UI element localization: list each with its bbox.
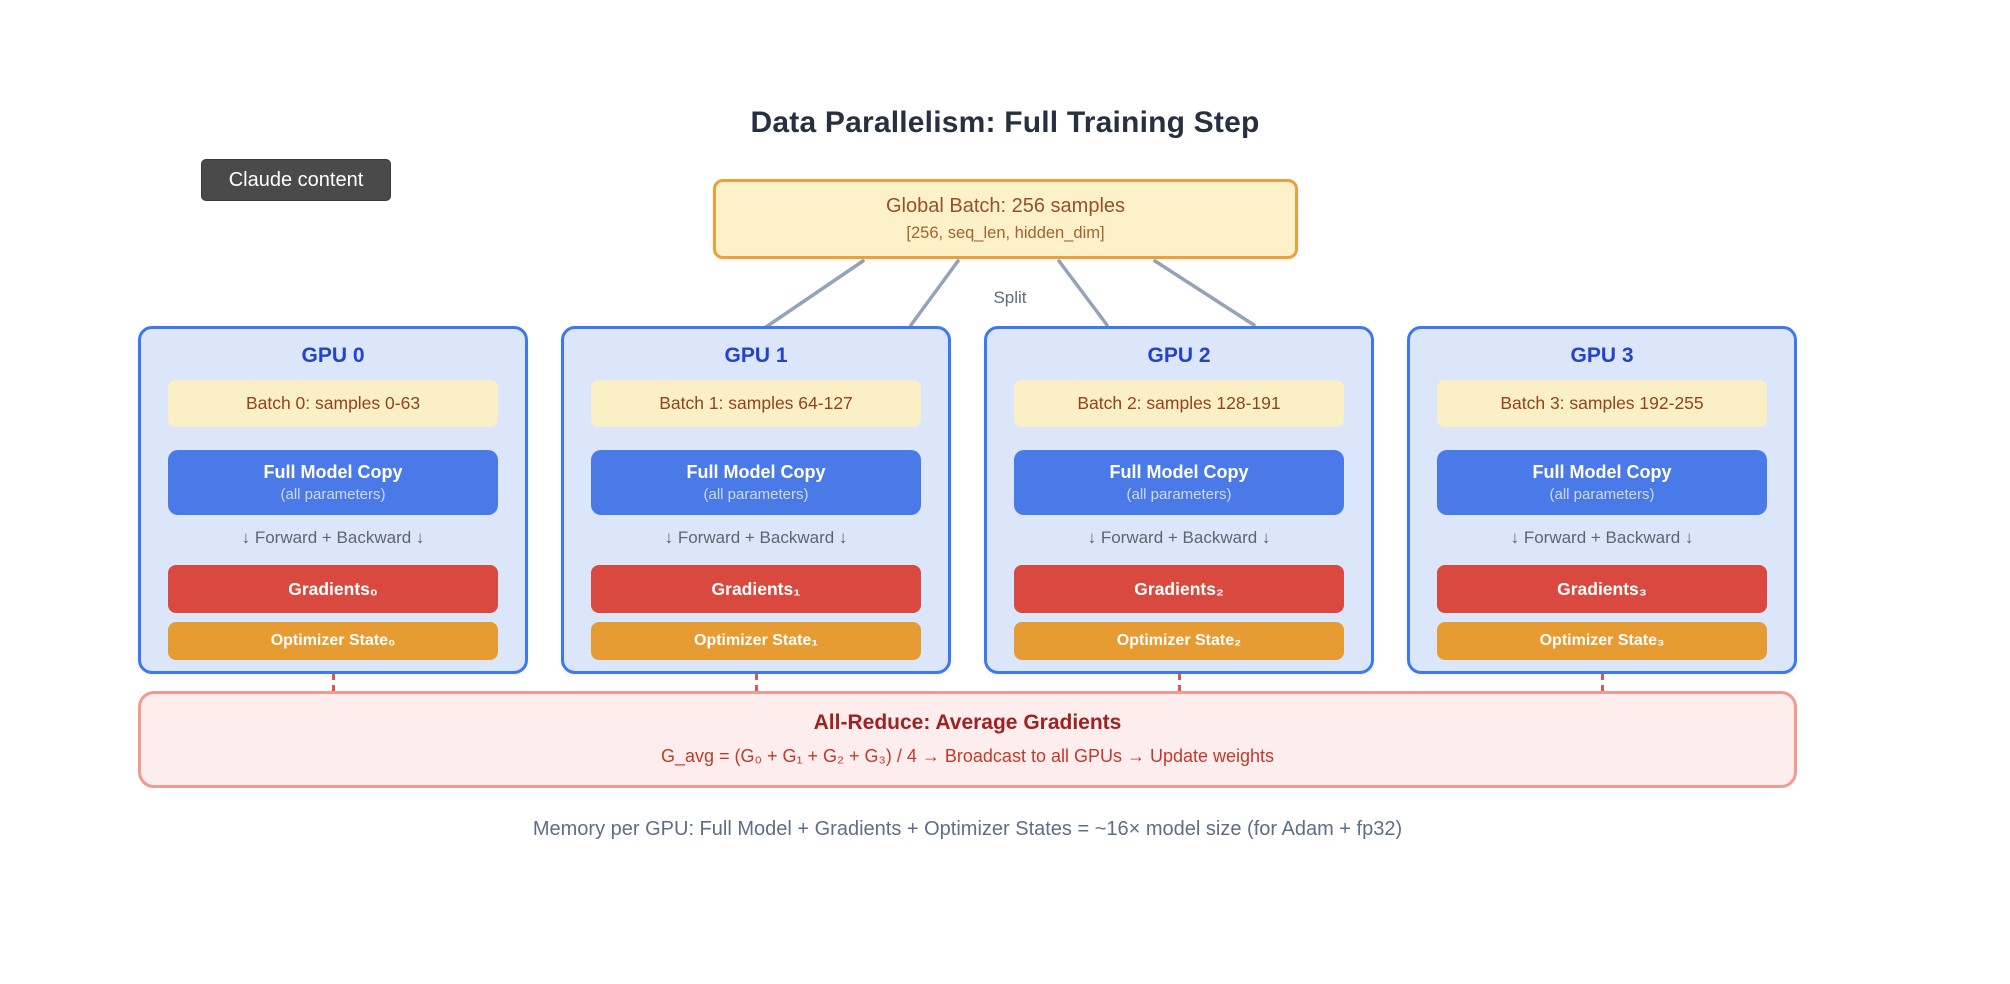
- all-reduce-formula: G_avg = (G₀ + G₁ + G₂ + G₃) / 4 → Broadc…: [660, 746, 1275, 766]
- gpu0-box: GPU 0 Batch 0: samples 0-63 Full Model C…: [138, 326, 528, 674]
- connector-cell-gpu2: [984, 674, 1374, 691]
- gpu2-model-title: Full Model Copy: [1109, 462, 1249, 482]
- gpu-row: GPU 0 Batch 0: samples 0-63 Full Model C…: [138, 326, 1797, 674]
- gpu2-sync-connector: [1177, 674, 1181, 691]
- gradient-sync-connectors: [138, 674, 1797, 691]
- gpu1-batch-chip: Batch 1: samples 64-127: [591, 380, 921, 427]
- gpu3-model-box: Full Model Copy (all parameters): [1437, 450, 1767, 515]
- gpu3-sync-connector: [1600, 674, 1604, 691]
- gpu2-forward-backward-label: ↓ Forward + Backward ↓: [1087, 528, 1271, 547]
- gpu3-optimizer-chip: Optimizer State₃: [1437, 622, 1767, 660]
- memory-note: Memory per GPU: Full Model + Gradients +…: [532, 818, 1403, 840]
- gpu1-sync-connector: [754, 674, 758, 691]
- gpu1-optimizer-chip: Optimizer State₁: [591, 622, 921, 660]
- all-reduce-title: All-Reduce: Average Gradients: [813, 711, 1122, 734]
- gpu2-gradients-chip: Gradients₂: [1014, 565, 1344, 613]
- gpu1-model-title: Full Model Copy: [686, 462, 826, 482]
- gpu1-model-box: Full Model Copy (all parameters): [591, 450, 921, 515]
- gpu3-title: GPU 3: [1570, 344, 1634, 367]
- gpu1-gradients-chip: Gradients₁: [591, 565, 921, 613]
- split-line-gpu0: [764, 259, 865, 329]
- gpu2-model-box: Full Model Copy (all parameters): [1014, 450, 1344, 515]
- gpu3-model-sub: (all parameters): [1549, 486, 1655, 503]
- global-batch-shape: [256, seq_len, hidden_dim]: [906, 224, 1105, 242]
- split-line-gpu3: [1153, 259, 1256, 327]
- gpu3-batch-chip: Batch 3: samples 192-255: [1437, 380, 1767, 427]
- gpu0-title: GPU 0: [301, 344, 365, 367]
- gpu2-optimizer-chip: Optimizer State₂: [1014, 622, 1344, 660]
- global-batch-title: Global Batch: 256 samples: [885, 195, 1126, 217]
- gpu0-model-title: Full Model Copy: [263, 462, 403, 482]
- gpu2-box: GPU 2 Batch 2: samples 128-191 Full Mode…: [984, 326, 1374, 674]
- gpu3-gradients-chip: Gradients₃: [1437, 565, 1767, 613]
- all-reduce-box: All-Reduce: Average Gradients G_avg = (G…: [138, 691, 1797, 788]
- gpu0-forward-backward-label: ↓ Forward + Backward ↓: [241, 528, 425, 547]
- gpu0-model-sub: (all parameters): [280, 486, 386, 503]
- gpu1-model-sub: (all parameters): [703, 486, 809, 503]
- split-line-gpu2: [1057, 259, 1109, 327]
- gpu3-box: GPU 3 Batch 3: samples 192-255 Full Mode…: [1407, 326, 1797, 674]
- gpu2-title: GPU 2: [1147, 344, 1211, 367]
- gpu2-batch-chip: Batch 2: samples 128-191: [1014, 380, 1344, 427]
- gpu0-batch-chip: Batch 0: samples 0-63: [168, 380, 498, 427]
- gpu1-box: GPU 1 Batch 1: samples 64-127 Full Model…: [561, 326, 951, 674]
- split-label: Split: [993, 288, 1027, 307]
- gpu0-model-box: Full Model Copy (all parameters): [168, 450, 498, 515]
- gpu3-forward-backward-label: ↓ Forward + Backward ↓: [1510, 528, 1694, 547]
- gpu1-title: GPU 1: [724, 344, 788, 367]
- page-title: Data Parallelism: Full Training Step: [750, 106, 1260, 139]
- gpu0-sync-connector: [331, 674, 335, 691]
- connector-cell-gpu1: [561, 674, 951, 691]
- global-batch-box: Global Batch: 256 samples [256, seq_len,…: [713, 179, 1298, 259]
- connector-cell-gpu0: [138, 674, 528, 691]
- claude-content-badge: Claude content: [202, 160, 390, 200]
- gpu3-model-title: Full Model Copy: [1532, 462, 1672, 482]
- gpu2-model-sub: (all parameters): [1126, 486, 1232, 503]
- split-line-gpu1: [909, 259, 960, 327]
- gpu0-gradients-chip: Gradients₀: [168, 565, 498, 613]
- gpu1-forward-backward-label: ↓ Forward + Backward ↓: [664, 528, 848, 547]
- gpu0-optimizer-chip: Optimizer State₀: [168, 622, 498, 660]
- connector-cell-gpu3: [1407, 674, 1797, 691]
